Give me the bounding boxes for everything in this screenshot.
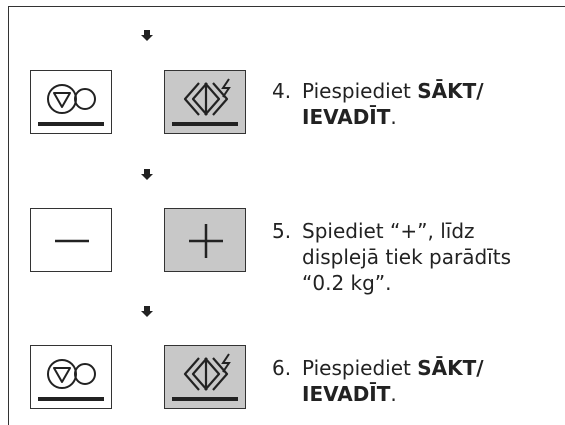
plus-icon [189,224,223,258]
frame-top-border [8,6,565,7]
step-number: 4. [272,79,292,103]
key-underline [172,122,238,126]
stop-clear-icon [47,359,96,389]
plus-button[interactable] [164,208,246,272]
step-text: Piespiediet SĀKT/ IEVADĪT. [302,79,484,129]
step-text: Piespiediet SĀKT/ IEVADĪT. [302,356,484,406]
stop-clear-button[interactable] [30,70,112,134]
stop-clear-icon [47,84,96,114]
start-enter-button[interactable] [164,70,246,134]
start-enter-button[interactable] [164,345,246,409]
key-underline [38,122,104,126]
key-underline [38,397,104,401]
start-enter-icon [183,78,231,116]
step-number: 5. [272,219,292,243]
step-text: Spiediet “+”, līdz displejā tiek parādīt… [302,219,511,295]
step-number: 6. [272,356,292,380]
minus-button[interactable] [30,208,112,272]
key-underline [172,397,238,401]
frame-left-border [8,6,9,425]
start-enter-icon [183,353,231,391]
stop-clear-button[interactable] [30,345,112,409]
minus-icon [55,239,89,243]
